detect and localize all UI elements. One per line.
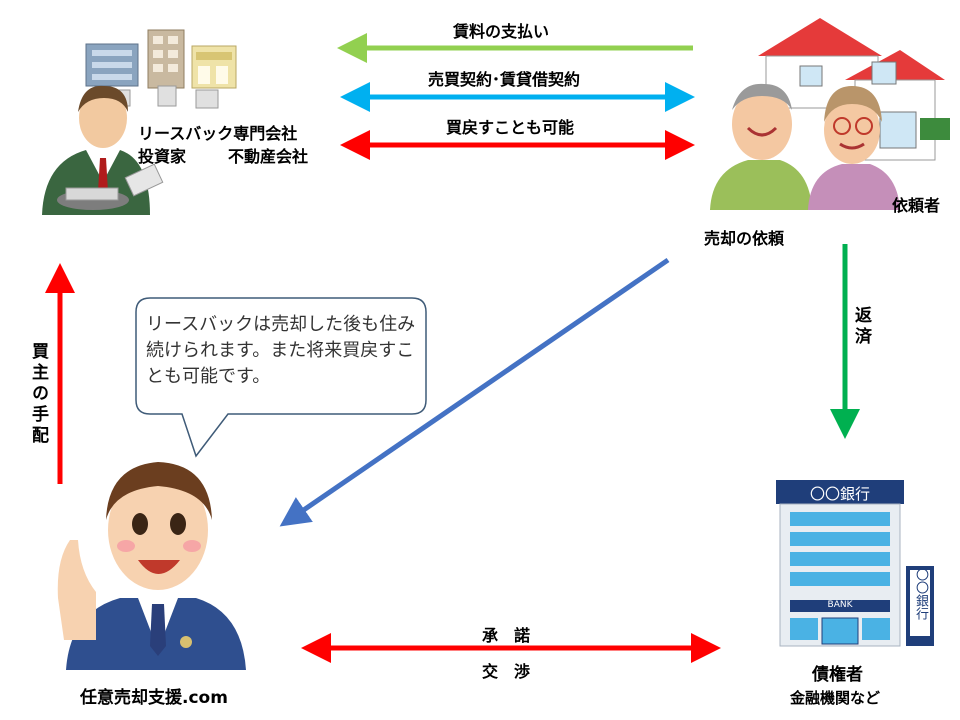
negotiation-label: 交 渉: [482, 662, 531, 681]
elderly-couple-icon: [710, 83, 900, 210]
investor-label-investor: 投資家: [138, 147, 187, 166]
contract-label: 売買契約･賃貸借契約: [428, 70, 581, 89]
investor-label-realestate: 不動産会社: [228, 147, 309, 166]
bank-plate: BANK: [827, 600, 853, 610]
creditor-label: 債権者: [812, 665, 863, 685]
company-label: 任意売却支援.com: [80, 688, 228, 708]
speech-bubble-text: リースバックは売却した後も住み続けられます。また将来買戻すことも可能です。: [146, 314, 416, 387]
buyer-arrangement-label: 買主の手配: [28, 342, 48, 447]
businessman-icon: [42, 85, 164, 215]
sale-request-label: 売却の依頼: [704, 229, 785, 248]
bank-sign: 〇〇銀行: [809, 485, 870, 503]
buyback-label: 買戻すことも可能: [446, 118, 575, 137]
consent-label: 承 諾: [482, 626, 531, 645]
investor-label-line1: リースバック専門会社: [138, 124, 298, 143]
repayment-label: 返済: [851, 306, 871, 348]
speech-bubble: [135, 297, 427, 458]
creditor-sub-label: 金融機関など: [790, 689, 881, 707]
bank-vertical-sign: 〇〇銀行: [913, 568, 928, 620]
requester-label: 依頼者: [892, 196, 941, 215]
bank-building-icon: [776, 480, 934, 647]
rent-payment-label: 賃料の支払い: [453, 22, 550, 41]
consultant-icon: [57, 462, 246, 670]
sale-request-arrow: [279, 257, 670, 527]
